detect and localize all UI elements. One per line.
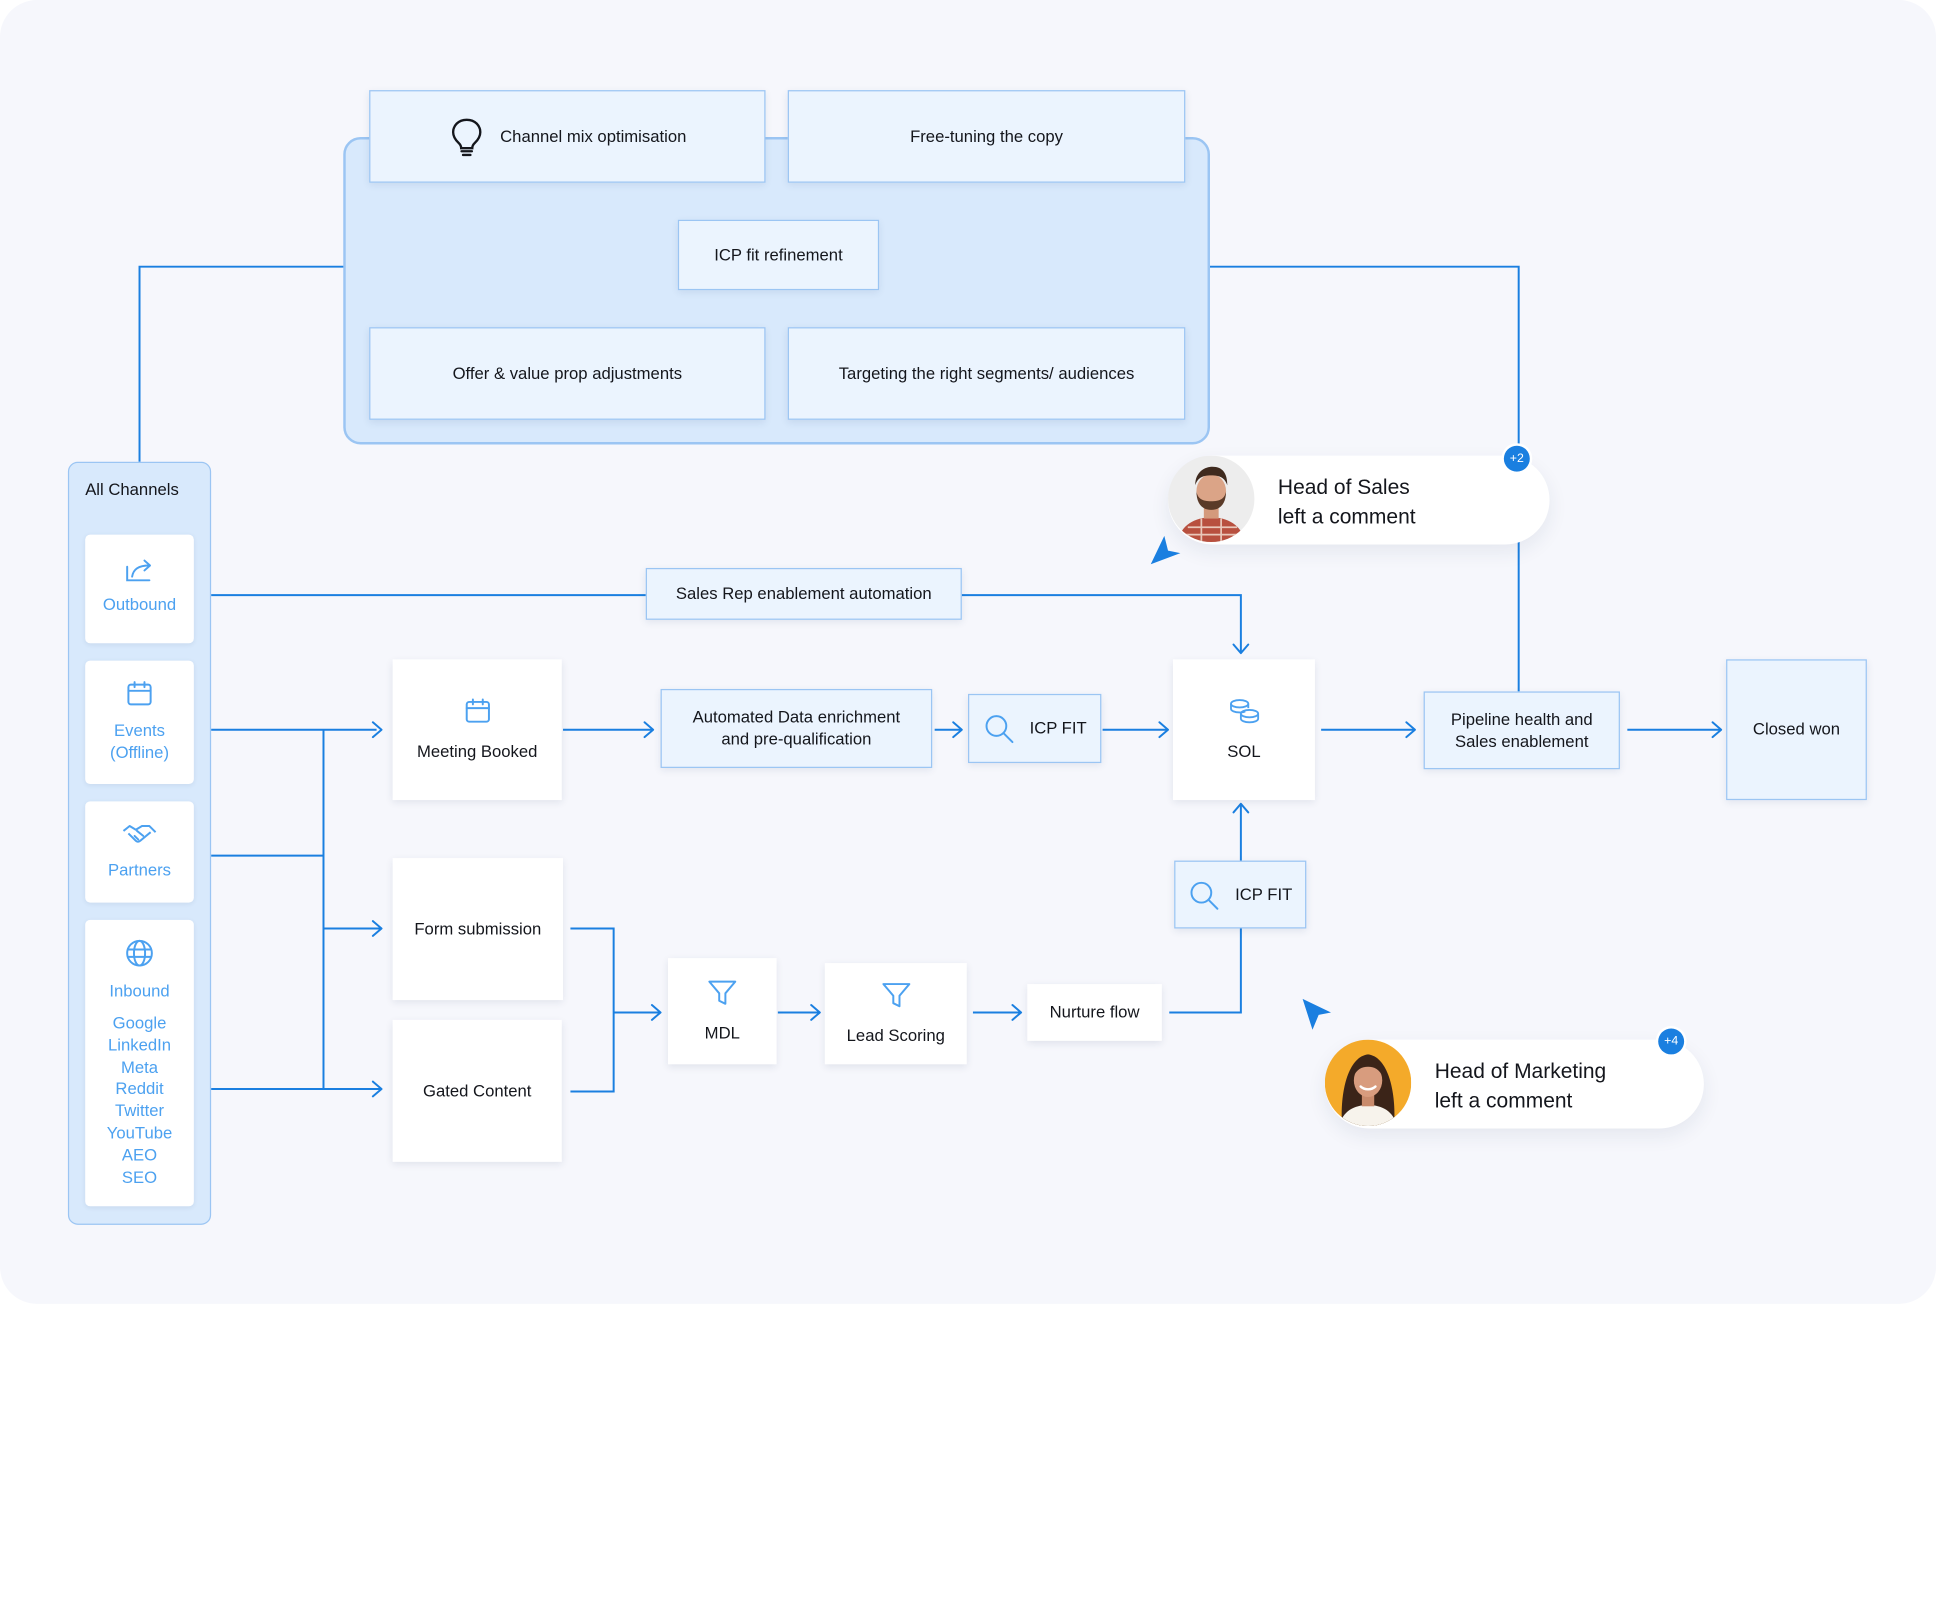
channel-events[interactable]: Events (Offline) [85,660,194,785]
channel-mix-node[interactable]: Channel mix optimisation [369,90,766,183]
icp-fit-top-label: ICP FIT [1029,718,1087,738]
inbound-source: Reddit [115,1079,164,1099]
partners-label: Partners [108,860,172,880]
inbound-source: LinkedIn [107,1035,172,1055]
inbound-source: SEO [121,1167,158,1187]
lead-scoring-label: Lead Scoring [846,1026,945,1045]
events-sublabel: (Offline) [110,743,169,762]
all-channels-panel: All Channels Outbound Events (Offline) P… [67,461,212,1225]
pipeline-label: Pipeline health and [1450,709,1593,728]
calendar-icon [462,696,492,726]
enrichment-label: Automated Data enrichment [692,707,901,727]
icp-fit-top-node[interactable]: ICP FIT [968,693,1102,764]
marketing-comment-badge: +4 [1658,1028,1685,1055]
cursor-icon [1302,998,1332,1030]
gated-content-node[interactable]: Gated Content [392,1019,562,1162]
search-icon [983,712,1015,744]
funnel-icon [706,978,738,1008]
form-submission-label: Form submission [414,919,542,938]
mdl-node[interactable]: MDL [667,958,777,1065]
free-tuning-node[interactable]: Free-tuning the copy [787,90,1186,183]
sales-avatar [1168,455,1255,543]
all-channels-title: All Channels [85,480,179,499]
targeting-node[interactable]: Targeting the right segments/ audiences [787,327,1186,420]
inbound-source: Twitter [114,1101,165,1121]
channel-outbound[interactable]: Outbound [85,534,194,644]
nurture-flow-label: Nurture flow [1049,1002,1140,1022]
offer-adjustments-node[interactable]: Offer & value prop adjustments [369,327,766,420]
offer-adjustments-label: Offer & value prop adjustments [452,363,683,383]
connector-nurture-icp [1169,928,1242,1014]
sales-comment-text: Head of Sales left a comment [1278,473,1416,532]
calendar-icon [125,679,155,709]
inbound-label: Inbound [109,981,170,1001]
pipeline-node[interactable]: Pipeline health and Sales enablement [1423,691,1620,770]
inbound-source: AEO [121,1145,158,1165]
sales-rep-label: Sales Rep enablement automation [675,584,932,603]
connector-outbound-sales-rep [211,594,1242,652]
outbound-label: Outbound [102,595,177,614]
inbound-source: Meta [120,1057,159,1077]
form-submission-node[interactable]: Form submission [392,858,564,1001]
connector-form-merge [570,927,615,1093]
sales-rep-node[interactable]: Sales Rep enablement automation [645,567,962,620]
icp-refinement-node[interactable]: ICP fit refinement [677,219,880,291]
closed-won-label: Closed won [1752,719,1841,739]
connector-group-to-pipeline [1208,265,1520,692]
events-label: Events [114,721,166,740]
marketing-avatar [1324,1039,1412,1127]
globe-icon [125,938,155,968]
sales-comment[interactable]: Head of Sales left a comment +2 [1168,445,1550,545]
lead-scoring-node[interactable]: Lead Scoring [824,963,967,1065]
handshake-icon [121,821,158,848]
coins-icon [1227,696,1262,726]
icp-refinement-label: ICP fit refinement [714,245,843,264]
search-icon [1188,878,1220,910]
meeting-booked-node[interactable]: Meeting Booked [392,659,562,801]
closed-won-node[interactable]: Closed won [1726,659,1867,801]
channel-partners[interactable]: Partners [85,801,194,903]
sales-comment-badge: +2 [1503,445,1530,472]
funnel-icon [880,980,912,1010]
sol-label: SOL [1227,742,1261,761]
targeting-label: Targeting the right segments/ audiences [838,363,1135,383]
marketing-comment-action: left a comment [1434,1089,1573,1113]
inbound-source: YouTube [106,1123,173,1143]
enrichment-node[interactable]: Automated Data enrichment and pre-qualif… [660,688,933,768]
pipeline-sublabel: Sales enablement [1455,731,1589,751]
marketing-comment[interactable]: Head of Marketing left a comment +4 [1324,1028,1704,1129]
bulb-icon [448,115,485,157]
sales-comment-author: Head of Sales [1277,475,1410,499]
icp-fit-bottom-label: ICP FIT [1235,884,1293,904]
workflow-card: Channel mix optimisation Free-tuning the… [67,90,1867,1225]
icp-fit-bottom-node[interactable]: ICP FIT [1174,860,1307,929]
gated-content-label: Gated Content [423,1080,532,1100]
marketing-comment-author: Head of Marketing [1434,1059,1607,1083]
sales-comment-action: left a comment [1277,504,1416,529]
enrichment-sublabel: and pre-qualification [721,729,872,749]
connectors [138,265,1723,1098]
connector-channels-to-group [138,265,345,462]
inbound-source: Google [112,1013,167,1033]
cursor-icon [1150,535,1181,565]
nurture-flow-node[interactable]: Nurture flow [1027,984,1162,1041]
meeting-booked-label: Meeting Booked [416,742,538,761]
sol-node[interactable]: SOL [1172,659,1315,801]
free-tuning-label: Free-tuning the copy [910,126,1063,146]
mdl-label: MDL [704,1023,740,1043]
share-icon [123,556,155,586]
inbound-sources: Google LinkedIn Meta Reddit Twitter YouT… [107,1012,173,1188]
channel-mix-label: Channel mix optimisation [500,126,687,146]
marketing-comment-text: Head of Marketing left a comment [1435,1057,1607,1116]
channel-inbound[interactable]: Inbound Google LinkedIn Meta Reddit Twit… [85,919,194,1207]
